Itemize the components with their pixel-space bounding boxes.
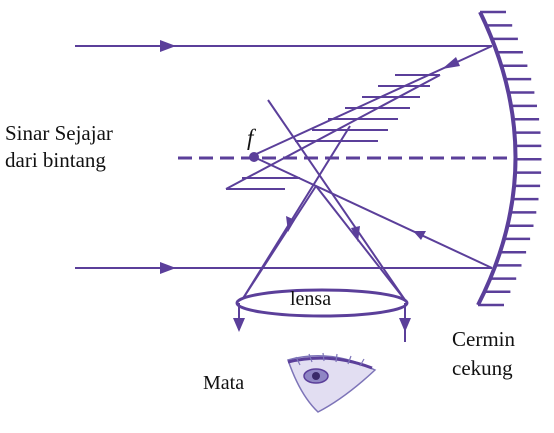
focus-label: f bbox=[247, 125, 257, 150]
parallel-ray-bundle bbox=[225, 74, 441, 190]
lens-ray-left-arrow bbox=[233, 318, 245, 332]
lens-shape bbox=[235, 288, 409, 318]
mirror-label-line2: cekung bbox=[452, 356, 513, 380]
diverging-ray-right-arrow bbox=[351, 226, 360, 242]
eye-lashes bbox=[295, 352, 365, 367]
diverging-ray-right bbox=[267, 99, 406, 301]
diverging-ray-cross-right bbox=[315, 185, 406, 301]
eye-lid bbox=[287, 356, 373, 370]
incoming-ray-top-arrow bbox=[160, 40, 176, 52]
reflected-ray-top-arrow bbox=[442, 57, 460, 69]
lens-label: lensa bbox=[290, 288, 331, 310]
eye-pupil bbox=[312, 372, 320, 380]
bundle-edge-ray bbox=[225, 74, 441, 190]
incoming-rays-label-line2: dari bintang bbox=[5, 148, 106, 172]
incoming-rays-label-line1: Sinar Sejajar bbox=[5, 121, 113, 145]
concave-mirror bbox=[476, 10, 542, 307]
lens-ray-right-arrow bbox=[399, 318, 411, 332]
lens bbox=[233, 288, 411, 342]
reflected-ray-bottom-arrow bbox=[413, 231, 426, 240]
incoming-ray-bottom-arrow bbox=[160, 262, 176, 274]
focal-point bbox=[249, 152, 259, 162]
eye-label: Mata bbox=[203, 372, 244, 394]
mirror-hatching bbox=[478, 10, 542, 307]
mirror-label-line1: Cermin bbox=[452, 327, 515, 351]
diverging-ray-cross-left bbox=[241, 185, 317, 301]
reflected-ray-bottom bbox=[255, 157, 493, 269]
diverging-ray-left-arrow bbox=[286, 216, 295, 232]
eye-icon bbox=[287, 352, 377, 413]
